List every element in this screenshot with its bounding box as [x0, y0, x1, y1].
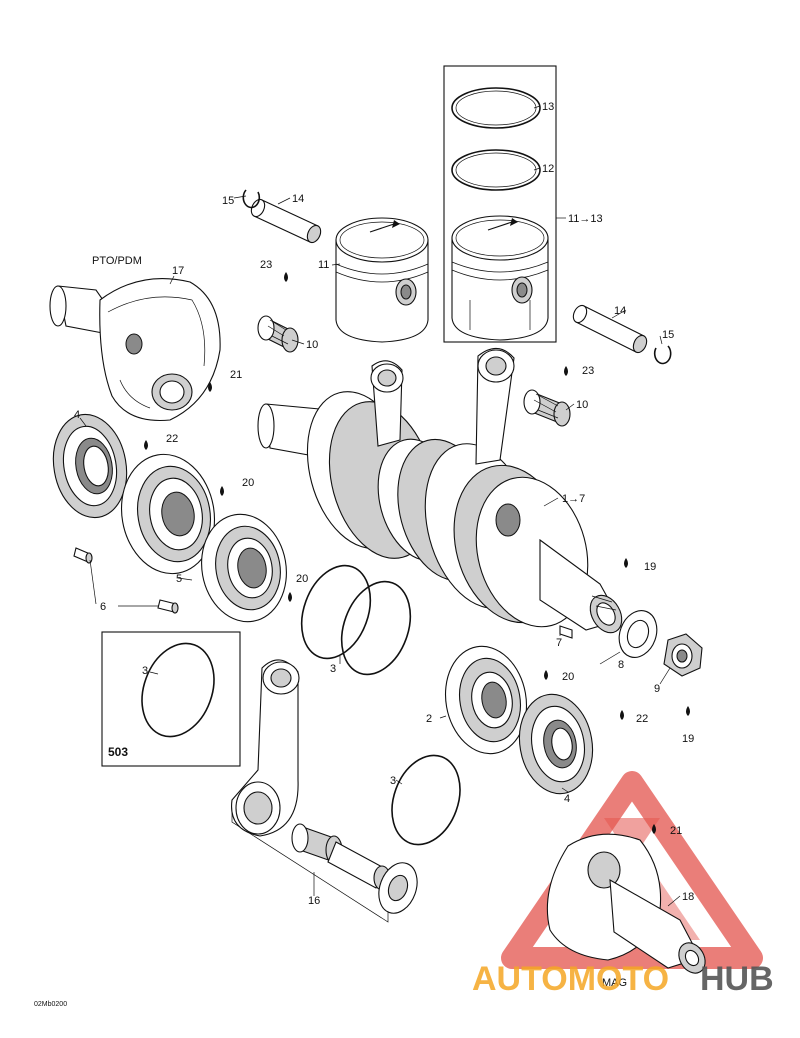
oil-seal-4-left [52, 413, 128, 519]
piston-right [451, 215, 549, 341]
callout-10-right: 10 [576, 399, 588, 411]
inset-503-box [101, 631, 241, 767]
callout-21-left: 21 [230, 369, 242, 381]
callout-22-left: 22 [166, 433, 178, 445]
callout-20-left: 20 [242, 477, 254, 489]
callout-12: 12 [542, 163, 554, 175]
callout-2: 2 [426, 713, 432, 725]
lock-washer-8 [618, 610, 658, 658]
label-mag: MAG [602, 977, 627, 989]
seal-ring-3-a [300, 564, 372, 660]
circlip-15-right [653, 345, 672, 365]
callout-4-right: 4 [564, 793, 570, 805]
leader-lines [79, 105, 681, 907]
label-pto: PTO/PDM [92, 255, 142, 267]
callout-20-mid: 20 [296, 573, 308, 585]
nut-9 [663, 633, 703, 677]
callout-15-left: 15 [222, 195, 234, 207]
callout-3-mid: 3 [330, 663, 336, 675]
callout-6: 6 [100, 601, 106, 613]
piston-kit-bracket [443, 65, 557, 343]
callout-11: 11 [318, 259, 329, 271]
piston-ring-12 [451, 149, 541, 191]
sealant-drop-icon [144, 272, 690, 834]
callout-9: 9 [654, 683, 660, 695]
callout-4-left: 4 [74, 409, 80, 421]
callout-23-right: 23 [582, 365, 594, 377]
circlip-15-left [242, 189, 261, 209]
needle-bearing-10-right [523, 389, 571, 427]
callout-3-lower: 3 [390, 775, 396, 787]
callout-18: 18 [682, 891, 694, 903]
callout-20-right: 20 [562, 671, 574, 683]
piston-ring-13 [451, 87, 541, 129]
watermark-text-part1: AUTOMOTO [472, 960, 669, 998]
callout-19-upper: 19 [644, 561, 656, 573]
callout-14-right: 14 [614, 305, 626, 317]
callout-3-inset: 3 [142, 665, 148, 677]
seal-ring-3-lower [391, 754, 461, 846]
callout-10-left: 10 [306, 339, 318, 351]
connecting-rod-kit-16 [231, 659, 418, 923]
watermark-text-part2: HUB [700, 960, 774, 998]
drawing-code: 02Mb0200 [34, 1001, 67, 1008]
dowel-pin-6-upper [73, 547, 93, 564]
crank-half-mag-18 [546, 833, 706, 974]
crank-half-pto-17 [49, 278, 221, 422]
piston-pin-14-right [572, 304, 648, 354]
callout-19-lower: 19 [682, 733, 694, 745]
piston-left [335, 217, 429, 343]
inset-label-503: 503 [108, 745, 128, 759]
callout-range-11-13: 11→13 [568, 213, 603, 225]
seal-ring-3-inset [141, 642, 215, 738]
oil-seal-4-right [518, 693, 594, 795]
crankshaft-assembly [257, 347, 623, 634]
callout-21-right: 21 [670, 825, 682, 837]
callout-17: 17 [172, 265, 184, 277]
callout-23-left: 23 [260, 259, 272, 271]
ball-bearing-5-left [120, 453, 216, 575]
callout-range-1-7: 1→7 [562, 493, 585, 505]
ball-bearing-5-right [201, 513, 287, 623]
seal-ring-3-b [340, 580, 412, 676]
callout-8: 8 [618, 659, 624, 671]
dowel-pin-6-lower [157, 599, 179, 614]
callout-13: 13 [542, 101, 554, 113]
ball-bearing-2 [444, 645, 528, 755]
callout-15-right: 15 [662, 329, 674, 341]
callout-22-right: 22 [636, 713, 648, 725]
callout-7: 7 [556, 637, 562, 649]
piston-pin-14-left [250, 198, 322, 244]
callout-5: 5 [176, 573, 182, 585]
needle-bearing-10-left [257, 315, 299, 353]
callout-14-left: 14 [292, 193, 304, 205]
callout-16: 16 [308, 895, 320, 907]
